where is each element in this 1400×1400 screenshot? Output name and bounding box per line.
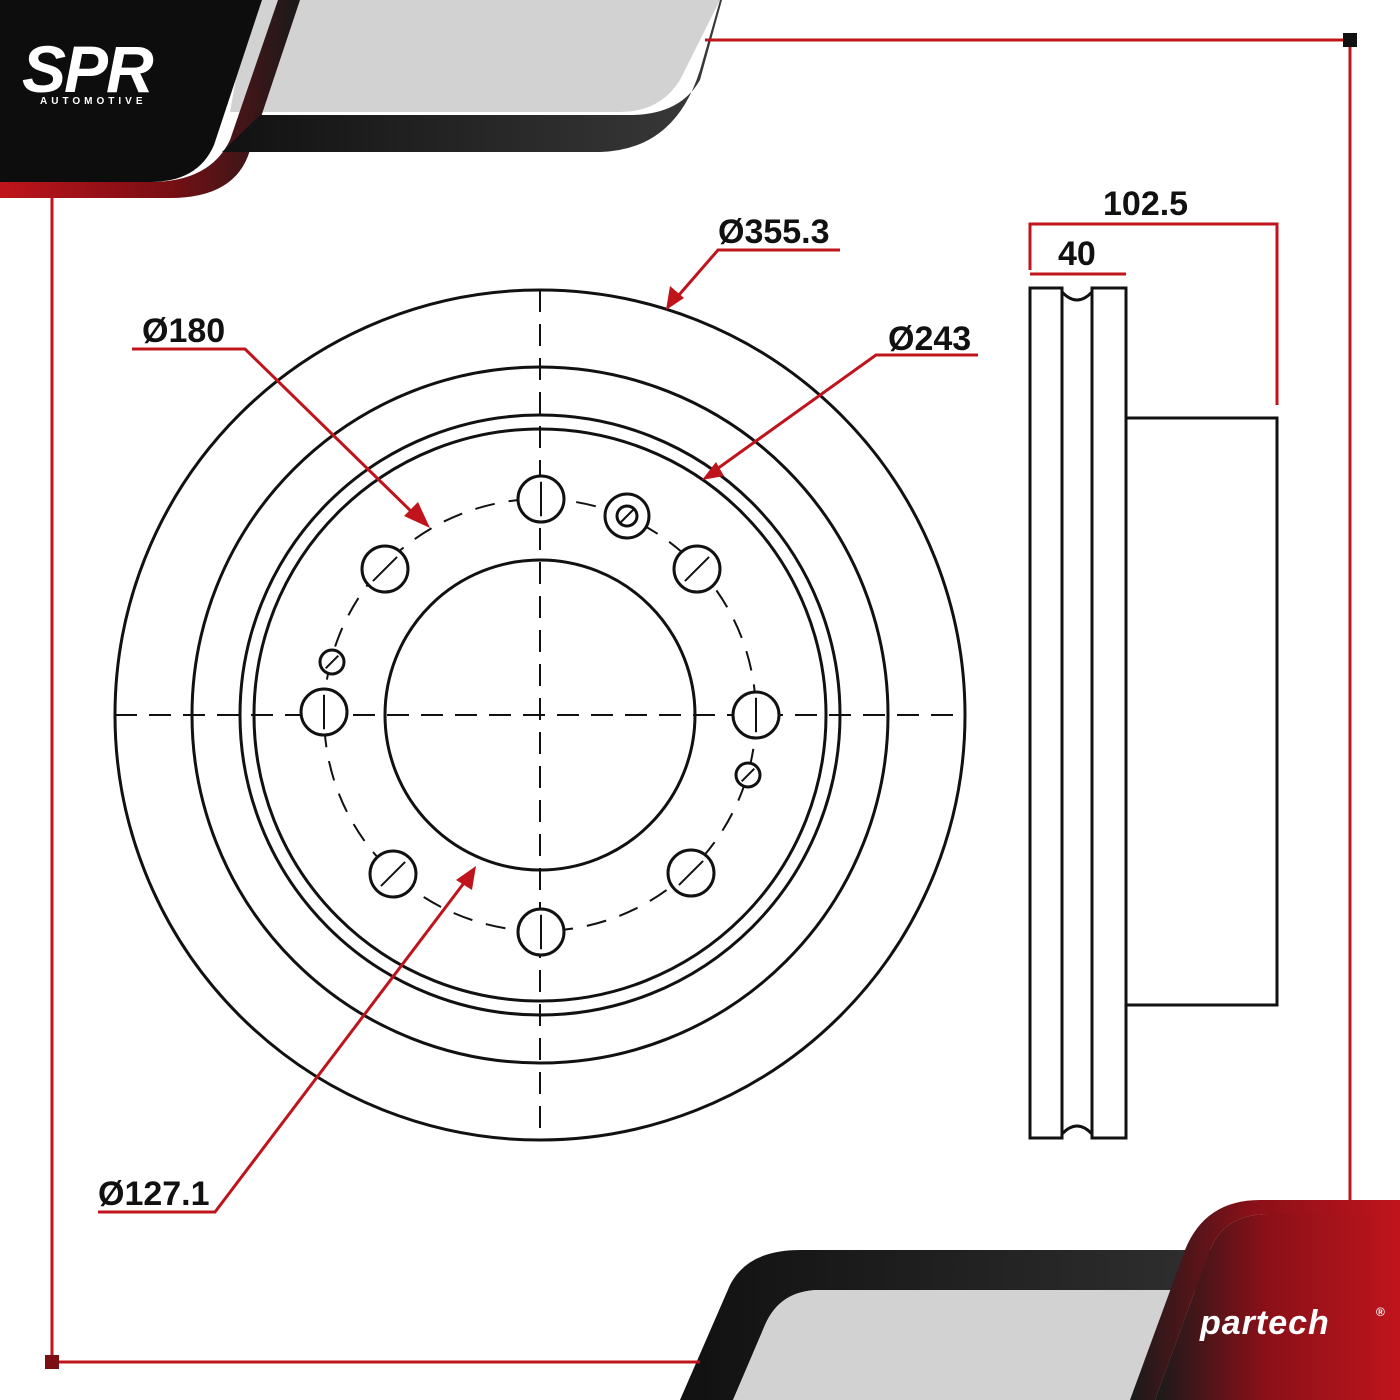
bottom-banner-red-swoosh	[1130, 1200, 1400, 1400]
label-outer-diameter: Ø355.3	[718, 213, 830, 251]
dimension-labels: Ø355.3 Ø243 Ø180 Ø127.1 102.5 40	[98, 185, 1188, 1213]
top-banner: SPR AUTOMOTIVE	[0, 0, 722, 198]
logo-automotive: AUTOMOTIVE	[40, 96, 146, 107]
bolt-holes	[299, 474, 781, 957]
arrowhead-bolt-circle	[404, 502, 430, 528]
label-friction-diameter: Ø243	[888, 320, 971, 358]
leader-friction-diameter	[709, 353, 978, 476]
leader-outer-diameter	[670, 248, 840, 304]
dimension-leaders	[98, 222, 1279, 1214]
rotor-front-view	[113, 288, 967, 1142]
side-hat	[1126, 416, 1279, 1007]
logo-spr: SPR	[22, 32, 154, 106]
arrowhead-center-bore	[456, 866, 476, 890]
side-vent-top-curve	[1060, 290, 1094, 302]
bolt-hole-bottom-right-mark	[678, 860, 704, 886]
rotor-side-view	[1028, 286, 1279, 1140]
side-vent-bottom-curve	[1060, 1124, 1094, 1136]
red-frame	[50, 38, 1352, 1364]
logo-partech: partech	[1199, 1304, 1330, 1342]
label-center-bore-diameter: Ø127.1	[98, 1175, 210, 1213]
locator-hole-right-mark	[740, 767, 756, 783]
arrowhead-outer-diameter	[666, 286, 684, 310]
side-outer-plate	[1028, 286, 1064, 1140]
locator-hole-left-mark	[324, 654, 340, 670]
bolt-hole-top-left-mark	[372, 556, 398, 582]
frame-corner-bottom-left	[45, 1355, 59, 1369]
side-inner-plate	[1090, 286, 1128, 1140]
leader-bolt-circle	[132, 347, 422, 522]
bolt-hole-bottom-left-mark	[380, 861, 406, 887]
bottom-banner: partech ®	[680, 1200, 1400, 1400]
top-banner-dark-stripe	[222, 0, 722, 152]
bottom-banner-logo-block	[1155, 1214, 1400, 1400]
top-banner-gray-stripe	[230, 0, 720, 112]
threaded-hole-mark	[619, 508, 635, 524]
logo-partech-registered: ®	[1376, 1305, 1385, 1319]
label-total-height: 102.5	[1103, 185, 1188, 223]
threaded-hole-inner	[615, 504, 639, 528]
frame-corner-top-right	[1343, 33, 1357, 47]
dimension-arrowheads	[404, 286, 724, 890]
label-rotor-thickness: 40	[1058, 235, 1096, 273]
top-banner-logo-block	[0, 0, 262, 182]
label-bolt-circle-diameter: Ø180	[142, 312, 225, 350]
leader-center-bore	[98, 874, 472, 1214]
arrowhead-friction-diameter	[702, 462, 724, 480]
bolt-hole-top-right-mark	[684, 556, 710, 582]
leader-total-height	[1028, 222, 1279, 405]
